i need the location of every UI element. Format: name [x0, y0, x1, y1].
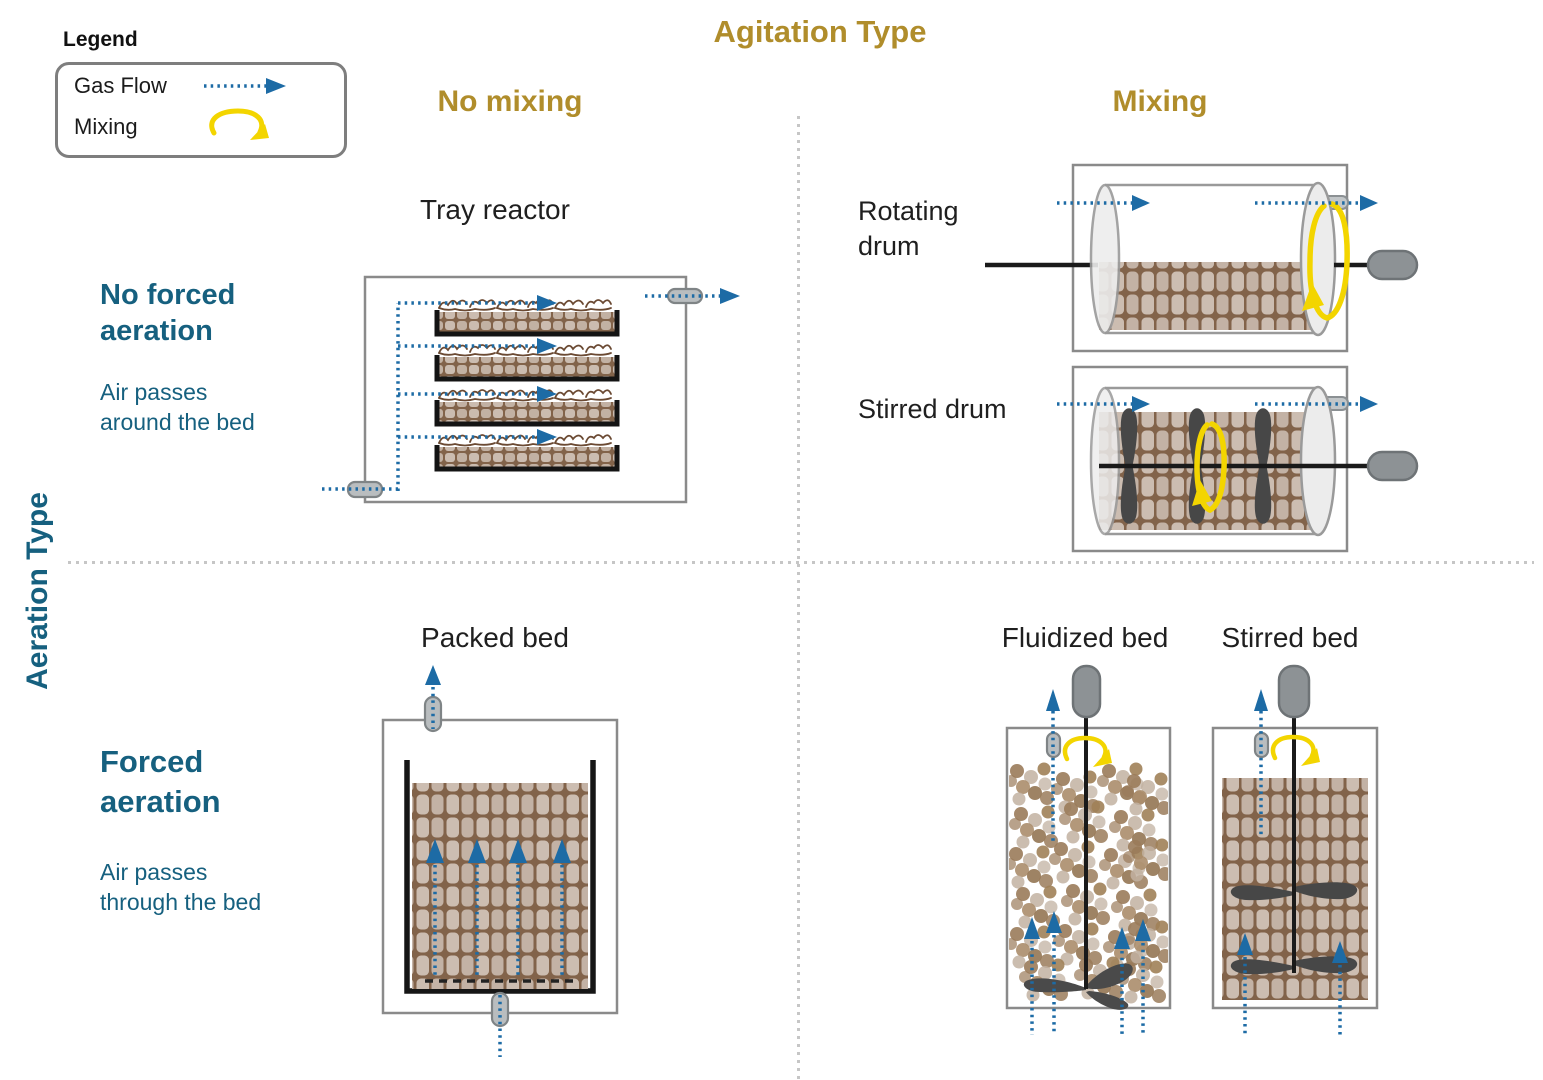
legend-gas-flow-row: Gas Flow [74, 73, 328, 99]
gas-outlet-arrow [1255, 195, 1378, 211]
legend-box: Gas Flow Mixing [55, 62, 347, 158]
gas-outlet-arrow [1046, 689, 1060, 843]
legend-mixing-label: Mixing [74, 114, 138, 139]
agitation-axis-title: Agitation Type [713, 14, 927, 49]
packed-bed-diagram [381, 665, 619, 1057]
row-header-no-forced-aeration: No forced aeration [100, 279, 236, 348]
stirred-drum-label: Stirred drum [858, 394, 1007, 424]
gas-inlet-arrows [1024, 911, 1151, 1035]
packed-bed-label: Packed bed [421, 622, 569, 653]
substrate-bed [1099, 262, 1315, 330]
tray-reactor-diagram [322, 275, 740, 504]
rotating-drum-diagram [985, 163, 1419, 353]
mixing-arrow-icon [209, 108, 269, 140]
drive-motor [1366, 249, 1419, 281]
mixing-arrow [1270, 734, 1320, 766]
mixing-arrow [1062, 735, 1112, 767]
row-description-forced-aeration: Air passes through the bed [100, 859, 262, 915]
fluidized-bed-diagram [1005, 664, 1172, 1035]
trays [434, 299, 620, 472]
impeller-blades [1023, 963, 1133, 1010]
drive-motor [1071, 664, 1102, 719]
stirred-bed-label: Stirred bed [1221, 622, 1359, 653]
substrate-bed [412, 783, 588, 989]
gas-outlet-port [666, 287, 704, 305]
gas-flow-path [322, 295, 557, 491]
drive-motor [1366, 450, 1419, 482]
mixing-arrow [1192, 421, 1227, 513]
drive-motor [1277, 664, 1311, 719]
gas-inlet-arrow [1057, 396, 1150, 412]
aeration-axis-title: Aeration Type [21, 492, 54, 690]
stirred-bed-diagram [1211, 664, 1379, 1035]
legend-mixing-row: Mixing [74, 107, 328, 147]
rotation-arrow [1302, 201, 1350, 321]
gas-outlet-arrow [1254, 689, 1268, 837]
rotating-drum-label: Rotating drum [858, 196, 959, 261]
gas-outlet-arrow [645, 288, 740, 304]
fluidized-bed-label: Fluidized bed [1001, 622, 1169, 653]
gas-flow-through-bed [426, 839, 571, 978]
quadrant-divider-vertical [797, 116, 800, 1080]
stirred-drum-diagram [1057, 365, 1419, 553]
bed-vessel [404, 760, 596, 994]
gas-outlet-arrow [425, 665, 441, 729]
quadrant-divider-horizontal [68, 561, 1534, 564]
row-header-forced-aeration: Forced aeration [100, 744, 221, 820]
gas-outlet-arrow [1255, 396, 1378, 412]
column-header-no-mixing: No mixing [437, 85, 583, 118]
gas-inlet-port [346, 480, 384, 499]
legend-title: Legend [63, 28, 138, 51]
legend-gas-flow-label: Gas Flow [74, 73, 167, 98]
gas-inlet-arrows [1237, 933, 1348, 1035]
tray-reactor-label: Tray reactor [420, 194, 570, 225]
column-header-mixing: Mixing [1112, 85, 1208, 118]
row-description-no-forced-aeration: Air passes around the bed [100, 379, 255, 435]
gas-flow-arrow-icon [204, 78, 286, 94]
gas-inlet-arrow [1057, 195, 1150, 211]
